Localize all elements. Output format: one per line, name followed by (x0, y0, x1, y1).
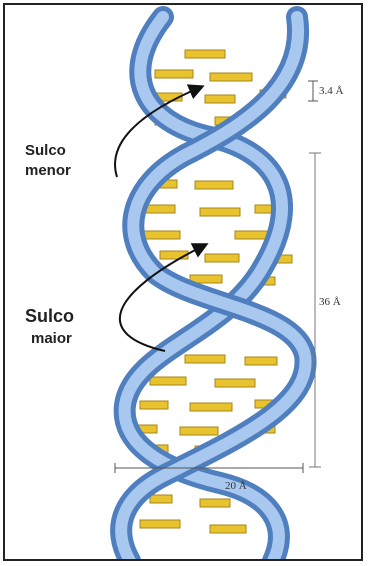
base-pair (210, 73, 252, 81)
base-pair (140, 520, 180, 528)
base-pair (180, 427, 218, 435)
base-pair (150, 495, 172, 503)
base-pair-spacing-label: 3.4 Å (319, 85, 344, 97)
base-pair (190, 403, 232, 411)
base-pair-spacing-bracket (308, 81, 318, 101)
base-pair (205, 254, 239, 262)
minor-groove-label-line2: menor (25, 162, 71, 179)
dna-diagram-frame: Sulco menor Sulco maior 3.4 Å 36 Å 20 Å (3, 3, 363, 561)
base-pair (145, 205, 175, 213)
helix-pitch-bracket (309, 153, 321, 467)
base-pair (245, 357, 277, 365)
base-pair (140, 231, 180, 239)
base-pair (200, 499, 230, 507)
base-pair (185, 355, 225, 363)
base-pair (215, 379, 255, 387)
base-pair (150, 377, 186, 385)
helix-diameter-label: 20 Å (225, 480, 247, 492)
helix-pitch-label: 36 Å (319, 296, 341, 308)
base-pair (185, 50, 225, 58)
base-pair (205, 95, 235, 103)
base-pair (140, 401, 168, 409)
base-pair (210, 525, 246, 533)
base-pair (195, 181, 233, 189)
base-pair (200, 208, 240, 216)
major-groove-label-line1: Sulco (25, 306, 74, 326)
base-pair (155, 70, 193, 78)
dna-double-helix-diagram: Sulco menor Sulco maior 3.4 Å 36 Å 20 Å (5, 5, 363, 561)
base-pair (160, 251, 188, 259)
major-groove-label-line2: maior (31, 330, 72, 347)
minor-groove-label-line1: Sulco (25, 142, 66, 159)
